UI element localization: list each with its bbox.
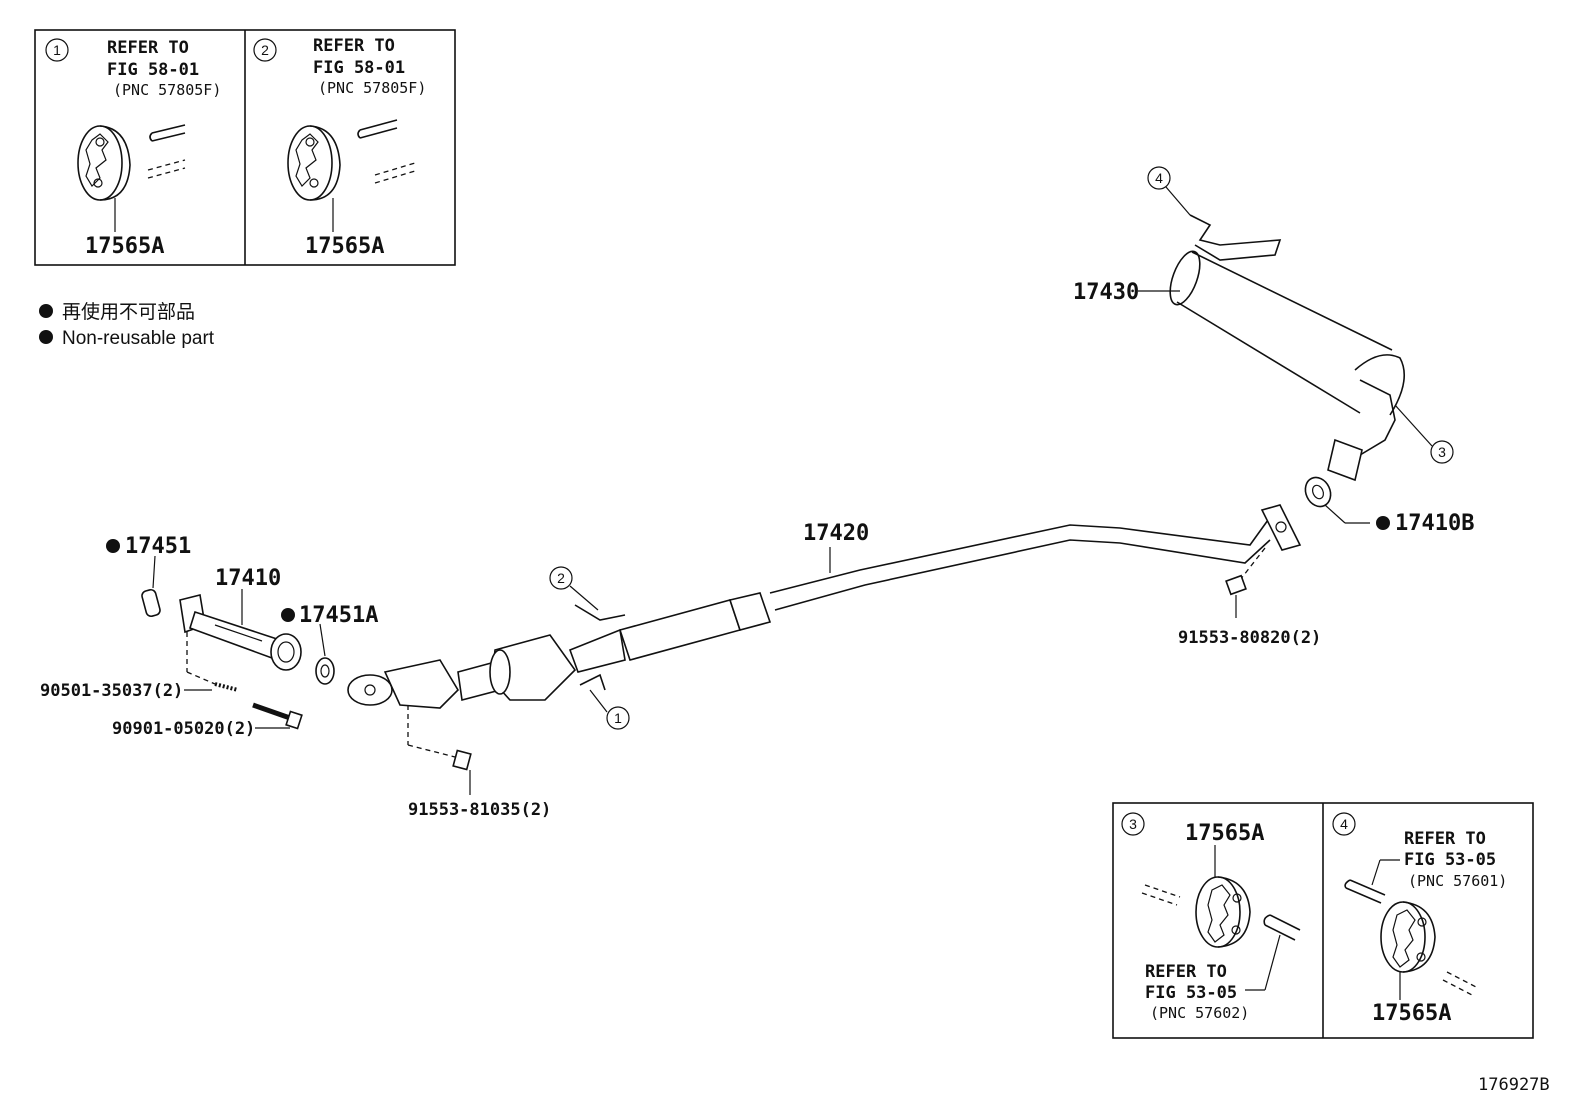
front-pipe-17410 — [141, 588, 335, 730]
hanger-rubber-drawing — [287, 125, 341, 201]
inset-3-pnc: (PNC 57602) — [1150, 1004, 1249, 1022]
part-90501-35037-label: 90501-35037(2) — [40, 681, 183, 701]
inset-2-number-circle — [253, 38, 277, 62]
inset-2-number: 2 — [261, 42, 269, 58]
hanger-rod-upper — [149, 124, 186, 142]
inset-4-fig: FIG 53-05 — [1404, 850, 1496, 870]
inset-2-pnc: (PNC 57805F) — [318, 79, 426, 97]
inset-1-number: 1 — [53, 42, 61, 58]
inset-4: 4 REFER TO FIG 53-05 (PNC 57601) 17565A — [1332, 812, 1507, 1026]
figure-id: 176927B — [1478, 1075, 1550, 1095]
non-reusable-dot-icon — [281, 608, 295, 622]
inset-4-number: 4 — [1340, 816, 1348, 832]
part-91553-80820-label: 91553-80820(2) — [1178, 628, 1321, 648]
legend: 再使用不可部品 Non-reusable part — [39, 301, 215, 349]
hanger-rod-right — [1263, 914, 1301, 941]
gasket-17410B-drawing — [1304, 476, 1332, 508]
callout-2-number: 2 — [557, 570, 565, 586]
gasket-17451-drawing — [141, 588, 161, 618]
inset-box-3-4 — [1112, 802, 1534, 1039]
inset-4-refer: REFER TO — [1404, 829, 1486, 849]
part-17451A-label: 17451A — [299, 603, 378, 628]
inset-3: 3 17565A REFER TO FIG 53-05 (PNC 57602) — [1121, 812, 1301, 1022]
inset-4-number-circle — [1332, 812, 1356, 836]
inset-4-part-number: 17565A — [1372, 1001, 1451, 1026]
part-90901-05020-label: 90901-05020(2) — [112, 719, 255, 739]
legend-japanese: 再使用不可部品 — [62, 301, 195, 323]
inset-2-part-number: 17565A — [305, 234, 384, 259]
callout-2-circle — [549, 566, 573, 590]
inset-1-refer: REFER TO — [107, 38, 189, 58]
non-reusable-dot-icon — [39, 330, 53, 344]
inset-1-pnc: (PNC 57805F) — [113, 81, 221, 99]
part-labels: 17451 17410 17451A 17420 17430 17410B 91… — [40, 280, 1474, 820]
tail-pipe-muffler-17430 — [1169, 214, 1406, 508]
hanger-rubber-drawing — [1380, 901, 1436, 973]
part-17451-label: 17451 — [125, 534, 191, 559]
hanger-rod-left — [1141, 884, 1181, 906]
part-17410B-label: 17410B — [1395, 511, 1474, 536]
legend-english: Non-reusable part — [62, 328, 215, 349]
non-reusable-dot-icon — [106, 539, 120, 553]
inset-1: 1 REFER TO FIG 58-01 (PNC 57805F) 17565A — [45, 38, 221, 259]
hanger-rubber-drawing — [77, 125, 131, 201]
hanger-rod-lower — [147, 159, 186, 179]
bolt-91553-80820-drawing — [1225, 574, 1247, 596]
stud-bolt-drawing — [214, 682, 239, 692]
inset-3-part-number: 17565A — [1185, 821, 1264, 846]
inset-1-number-circle — [45, 38, 69, 62]
callouts: 2 1 3 4 — [549, 166, 1454, 730]
inset-1-fig: FIG 58-01 — [107, 60, 199, 80]
part-91553-81035-label: 91553-81035(2) — [408, 800, 551, 820]
callout-4-number: 4 — [1155, 170, 1163, 186]
part-17420-label: 17420 — [803, 521, 869, 546]
inset-1-part-number: 17565A — [85, 234, 164, 259]
callout-1-number: 1 — [614, 710, 622, 726]
callout-3-circle — [1430, 440, 1454, 464]
bolt-91553-81035-drawing — [452, 749, 472, 771]
inset-4-pnc: (PNC 57601) — [1408, 872, 1507, 890]
center-pipe-17420 — [347, 504, 1302, 771]
inset-box-1-2 — [34, 29, 456, 266]
hanger-rod-upper — [1344, 879, 1386, 904]
non-reusable-dot-icon — [39, 304, 53, 318]
part-17430-label: 17430 — [1073, 280, 1139, 305]
inset-3-fig: FIG 53-05 — [1145, 983, 1237, 1003]
inset-3-number: 3 — [1129, 816, 1137, 832]
non-reusable-dot-icon — [1376, 516, 1390, 530]
callout-1-circle — [606, 706, 630, 730]
hanger-rubber-drawing — [1195, 876, 1251, 948]
inset-3-refer: REFER TO — [1145, 962, 1227, 982]
inset-2: 2 REFER TO FIG 58-01 (PNC 57805F) 17565A — [253, 36, 426, 259]
gasket-17451A-drawing — [315, 657, 335, 685]
hanger-rod-lower — [1442, 971, 1479, 997]
inset-2-refer: REFER TO — [313, 36, 395, 56]
inset-2-fig: FIG 58-01 — [313, 58, 405, 78]
hanger-rod-lower — [374, 162, 416, 184]
callout-4-circle — [1147, 166, 1171, 190]
bolt-drawing — [252, 702, 291, 721]
part-17410-label: 17410 — [215, 566, 281, 591]
inset-3-number-circle — [1121, 812, 1145, 836]
hanger-rod-upper — [357, 119, 398, 139]
callout-3-number: 3 — [1438, 444, 1446, 460]
leader-lines — [152, 290, 1370, 795]
